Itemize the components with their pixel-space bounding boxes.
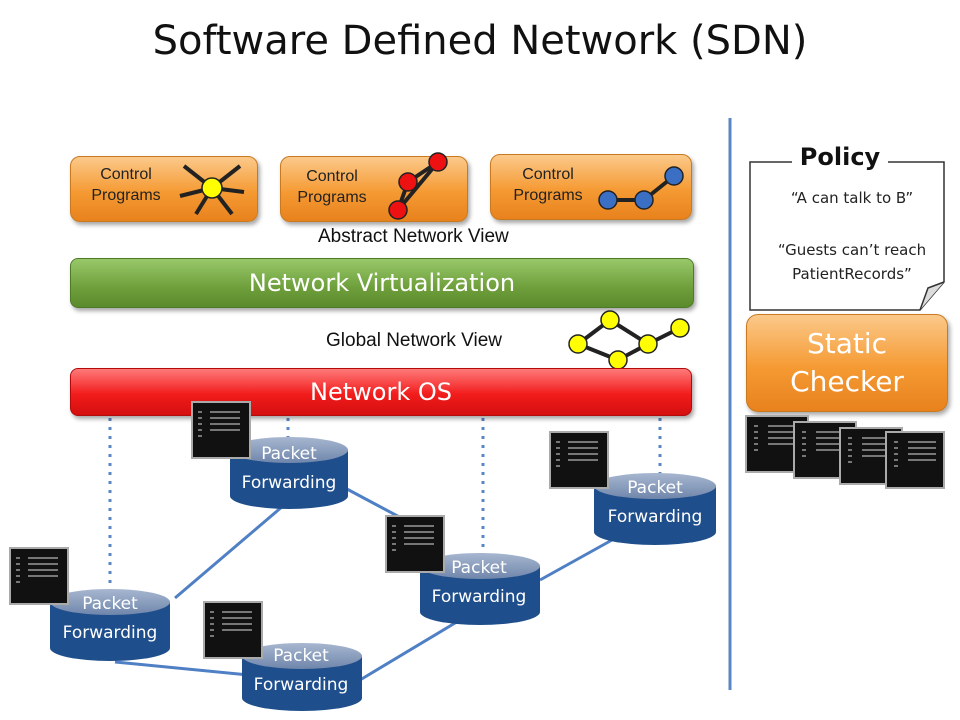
control-program-line2: Programs	[297, 189, 367, 206]
static-checker-line1: Static	[806, 327, 888, 360]
control-program-line2: Programs	[513, 187, 583, 204]
packet-forwarding-cylinder	[420, 553, 540, 625]
switch-label: Packet Forwarding	[45, 590, 175, 648]
control-program-label: Control Programs	[284, 166, 380, 208]
switch-label-line1: Packet	[451, 558, 507, 578]
policy-note	[749, 161, 945, 311]
switch-label-line1: Packet	[261, 444, 317, 464]
blue-node-path-icon	[598, 166, 684, 210]
control-program-line1: Control	[100, 166, 152, 183]
switch-label-line2: Forwarding	[431, 587, 527, 607]
page-title: Software Defined Network (SDN)	[152, 18, 808, 64]
flow-table-icon	[191, 401, 251, 459]
flow-table-icon	[385, 515, 445, 573]
flow-table-icon	[885, 431, 945, 489]
switch-label: Packet Forwarding	[414, 554, 544, 612]
switch-label: Packet Forwarding	[590, 474, 720, 532]
control-program-label: Control Programs	[78, 164, 174, 206]
static-checker-box: Static Checker	[746, 314, 948, 412]
network-os-bar: Network OS	[70, 368, 692, 416]
flow-table-icon	[549, 431, 609, 489]
static-checker-line2: Checker	[790, 365, 904, 398]
global-view-label: Global Network View	[326, 330, 503, 351]
switch-cylinders	[50, 437, 716, 711]
switch-label-line2: Forwarding	[62, 623, 158, 643]
control-program-line2: Programs	[91, 187, 161, 204]
policy-rule: “A can talk to B”	[790, 189, 914, 207]
switch-label-line1: Packet	[627, 478, 683, 498]
control-program-line1: Control	[522, 166, 574, 183]
network-link	[174, 498, 291, 600]
switch-label-line1: Packet	[82, 594, 138, 614]
packet-forwarding-cylinder	[594, 473, 716, 545]
flow-table-icon	[9, 547, 69, 605]
global-topology-icon	[568, 310, 690, 370]
switch-label-line1: Packet	[273, 646, 329, 666]
switch-label-line2: Forwarding	[241, 473, 337, 493]
control-program-label: Control Programs	[500, 164, 596, 206]
network-link	[539, 538, 613, 582]
packet-forwarding-cylinder	[50, 589, 170, 661]
switch-label: Packet Forwarding	[236, 642, 366, 700]
switch-label: Packet Forwarding	[224, 440, 354, 498]
star-topology-icon	[179, 164, 245, 216]
network-virtualization-bar: Network Virtualization	[70, 258, 694, 308]
packet-forwarding-cylinder	[242, 643, 362, 711]
switch-label-line2: Forwarding	[253, 675, 349, 695]
flow-table-icon	[203, 601, 263, 659]
packet-forwarding-cylinder	[230, 437, 348, 509]
network-link	[359, 618, 461, 682]
policy-rule: “Guests can’t reach	[777, 241, 927, 259]
control-program-line1: Control	[306, 168, 358, 185]
abstract-view-label: Abstract Network View	[318, 226, 509, 247]
switch-label-line2: Forwarding	[607, 507, 703, 527]
red-node-path-icon	[388, 152, 448, 220]
policy-title: Policy	[792, 143, 888, 171]
policy-rule: PatientRecords”	[792, 265, 912, 283]
